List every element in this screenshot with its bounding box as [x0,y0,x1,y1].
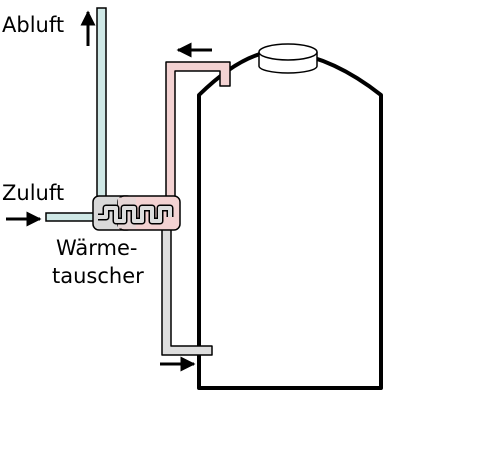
tank-lid [258,43,318,74]
exhaust-label: Abluft [2,13,64,37]
heat-exchanger-label-line2: tauscher [52,264,144,288]
heat-exchanger [92,195,181,231]
warm-return-pipe [165,61,231,201]
supply-pipe [45,212,97,222]
heat-exchanger-label-line1: Wärme- [56,236,138,260]
exhaust-pipe [96,7,107,201]
supply-label: Zuluft [2,181,64,205]
tank-body [197,49,383,390]
